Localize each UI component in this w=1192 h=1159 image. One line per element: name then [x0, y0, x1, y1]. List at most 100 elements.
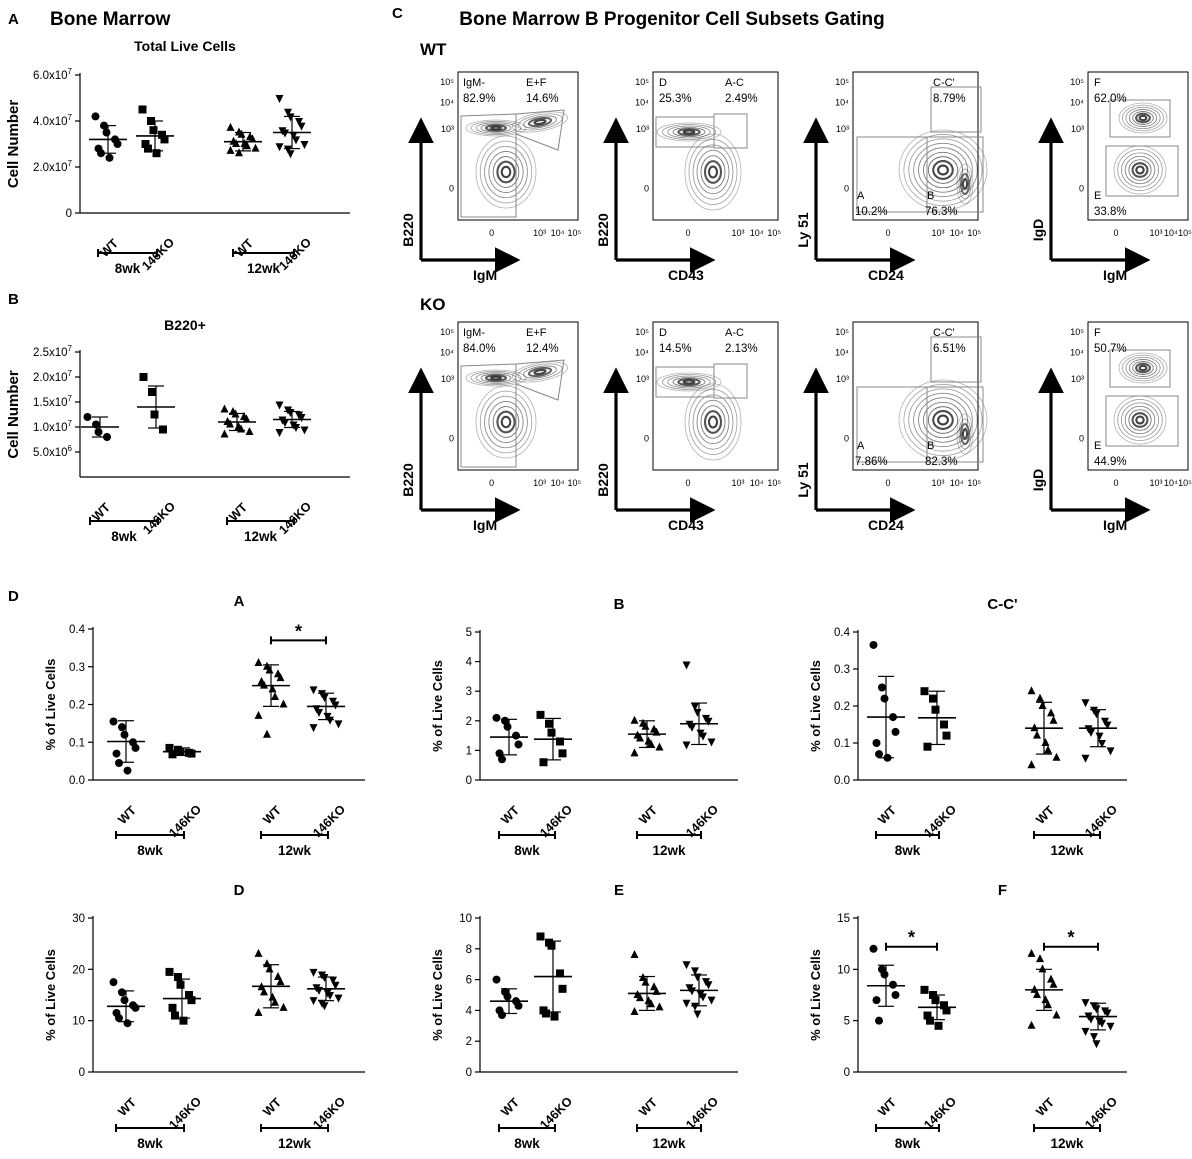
gate-percentage: 6.51% — [933, 343, 966, 355]
data-point — [498, 755, 506, 764]
data-point — [1103, 1009, 1112, 1018]
contour — [475, 385, 537, 459]
y-tick-label: 0.0 — [834, 775, 850, 787]
dot-plot-title: C-C' — [987, 596, 1017, 613]
gate-percentage: 76.3% — [925, 206, 958, 218]
data-point — [326, 716, 334, 725]
contour — [533, 368, 547, 376]
data-point — [1103, 721, 1112, 730]
data-point — [109, 717, 118, 726]
age-label: 12wk — [278, 1136, 312, 1151]
contour — [465, 119, 527, 137]
contour — [956, 413, 974, 455]
flow-y-axis-title: Ly 51 — [795, 462, 811, 497]
gate-percentage: 2.49% — [725, 93, 758, 105]
data-point — [503, 722, 512, 731]
flow-y-axis-title: Ly 51 — [795, 212, 811, 247]
panel-letter-a: A — [8, 11, 19, 28]
y-tick-label: 5.0x106 — [33, 444, 73, 459]
gate-name: D — [659, 77, 667, 89]
gate-name: A-C — [725, 77, 744, 89]
contour — [913, 392, 973, 448]
data-point — [300, 426, 309, 435]
contour — [1121, 402, 1159, 438]
panel-a-title: Bone Marrow — [50, 9, 171, 30]
gate-f — [1109, 99, 1171, 138]
panel-letter-c: C — [392, 5, 403, 22]
gate-e-f — [515, 109, 565, 151]
contour — [523, 115, 557, 129]
contour — [656, 122, 722, 142]
group-label: WT — [636, 1095, 660, 1119]
data-point — [1081, 754, 1090, 763]
group-label: 146KO — [537, 1094, 575, 1132]
contour — [1117, 399, 1163, 441]
gate-name: A-C — [725, 327, 744, 339]
data-point — [179, 1016, 188, 1025]
data-point — [281, 129, 289, 138]
data-point — [150, 410, 159, 419]
significance-star: * — [1067, 928, 1074, 948]
data-point — [309, 968, 318, 977]
y-tick-label: 0 — [466, 775, 472, 787]
flow-y-tick-label: 0 — [844, 433, 849, 443]
data-point — [1027, 686, 1036, 695]
data-point — [148, 388, 156, 396]
data-point — [300, 141, 309, 149]
contour — [913, 142, 973, 198]
data-point — [271, 691, 279, 700]
data-point — [558, 749, 567, 758]
contour — [684, 133, 742, 211]
contour — [961, 427, 969, 441]
data-point — [682, 661, 691, 670]
flow-x-tick-label: 0 — [489, 228, 494, 238]
data-point — [704, 981, 713, 990]
gate-name: B — [927, 440, 934, 452]
data-point — [699, 732, 707, 741]
data-point — [284, 145, 292, 154]
flow-y-tick-label: 10⁴ — [635, 98, 649, 108]
flow-y-tick-label: 10³ — [1071, 124, 1084, 134]
row-label-ko: KO — [420, 295, 446, 314]
contour — [1121, 152, 1159, 188]
flow-y-tick-label: 10⁴ — [635, 348, 649, 358]
data-point — [109, 978, 118, 987]
data-point — [158, 130, 166, 139]
flow-x-axis-title: IgM — [473, 267, 497, 283]
data-point — [556, 969, 564, 978]
flow-y-tick-label: 0 — [844, 183, 849, 193]
data-point — [331, 701, 340, 710]
data-point — [940, 720, 948, 729]
data-point — [320, 974, 329, 983]
contour — [1135, 362, 1151, 374]
contour — [696, 149, 730, 195]
data-point — [691, 703, 699, 711]
flow-x-tick-label: 10⁴ — [551, 228, 565, 238]
contour — [959, 172, 971, 196]
data-point — [131, 1003, 140, 1012]
y-tick-label: 3 — [466, 686, 472, 698]
flow-y-axis-title: IgD — [1030, 219, 1046, 242]
y-tick-label: 0 — [466, 1067, 472, 1079]
data-point — [1030, 723, 1039, 732]
data-point — [176, 980, 185, 989]
flow-x-tick-label: 0 — [1113, 478, 1118, 488]
y-tick-label: 10 — [837, 964, 850, 976]
data-point — [880, 970, 889, 979]
contour — [484, 124, 508, 132]
dot-plot-title: B — [614, 596, 625, 613]
data-point — [923, 742, 932, 751]
data-point — [869, 640, 878, 649]
age-label: 8wk — [111, 529, 137, 544]
y-tick-label: 1.0x107 — [33, 419, 73, 434]
flow-x-tick-label: 10⁴ — [1164, 478, 1178, 488]
contour — [533, 118, 547, 126]
data-point — [220, 429, 229, 438]
data-point — [315, 709, 323, 718]
gate-name: F — [1094, 77, 1101, 89]
data-point — [226, 122, 235, 131]
data-point — [105, 153, 114, 162]
